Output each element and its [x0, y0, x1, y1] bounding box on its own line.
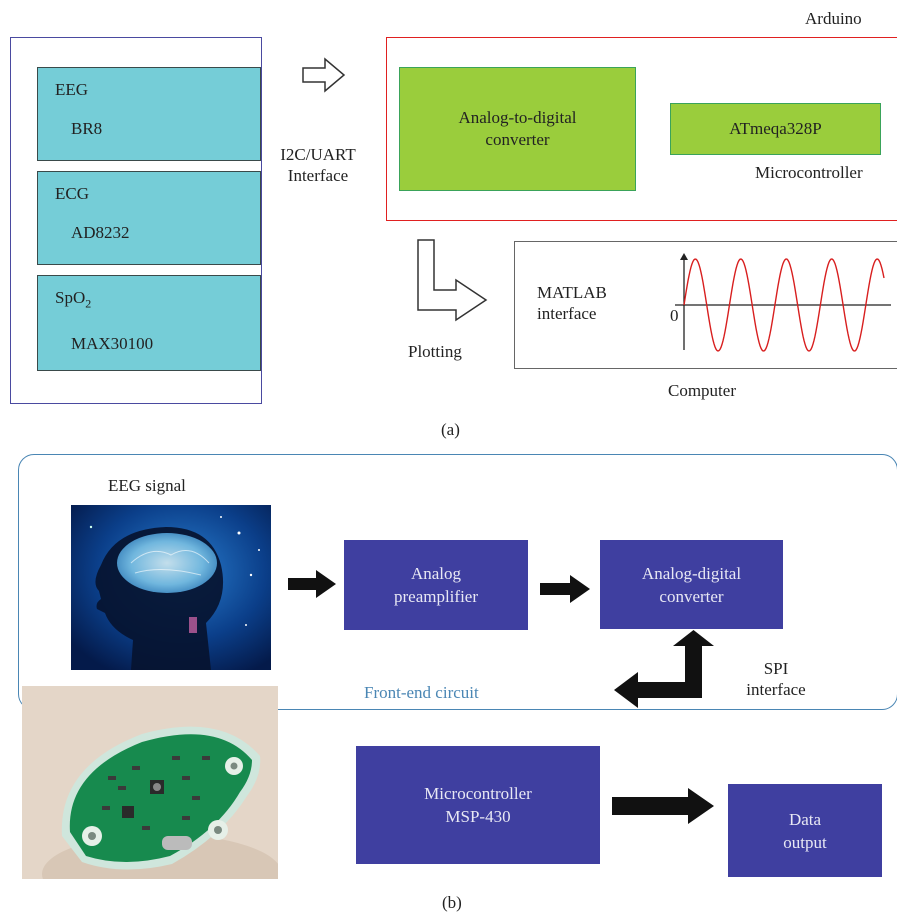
matlab-label: MATLAB interface — [537, 283, 607, 323]
sensor-eeg-type: EEG — [55, 80, 89, 99]
sensor-eeg-box: EEG BR8 — [37, 67, 261, 161]
hollow-l-arrow-icon — [417, 239, 488, 322]
data-output-block: Data output — [728, 784, 882, 877]
sensor-ecg-model: AD8232 — [71, 223, 130, 242]
microcontroller-msp430-block: Microcontroller MSP-430 — [356, 746, 600, 864]
sensor-panel — [10, 37, 262, 404]
analog-digital-converter-block: Analog-digital converter — [600, 540, 783, 629]
sine-wave-plot — [675, 253, 891, 352]
sensor-spo2-model: MAX30100 — [71, 334, 154, 353]
arduino-board-frame — [386, 37, 897, 221]
caption-b: (b) — [442, 893, 462, 912]
computer-label: Computer — [668, 381, 736, 400]
sensor-ecg-type: ECG — [55, 184, 89, 203]
adc-block-a: Analog-to-digital converter — [399, 67, 636, 191]
frontend-circuit-label: Front-end circuit — [364, 683, 479, 702]
spi-connection-arrow — [614, 630, 714, 708]
eeg-signal-label: EEG signal — [108, 476, 186, 495]
computer-frame — [514, 241, 897, 369]
black-right-arrow-icon — [612, 788, 714, 824]
brain-head-image — [71, 505, 271, 670]
sensor-spo2-subscript: 2 — [85, 296, 92, 311]
sine-wave-line — [683, 258, 885, 352]
sensor-spo2-box: SpO2 MAX30100 — [37, 275, 261, 371]
sensor-eeg-model: BR8 — [71, 119, 103, 138]
pcb-photo — [22, 686, 278, 879]
analog-preamplifier-block: Analog preamplifier — [344, 540, 528, 630]
hollow-right-arrow-icon — [302, 57, 346, 93]
spi-interface-label: SPI interface — [746, 659, 806, 699]
plotting-label: Plotting — [408, 342, 462, 361]
plot-y-axis-arrowhead — [680, 253, 688, 260]
black-right-arrow-icon — [540, 575, 590, 603]
arduino-label: Arduino — [805, 9, 862, 28]
sensor-spo2-type: SpO2 — [55, 288, 92, 311]
mcu-chip-block: ATmeqa328P — [670, 103, 881, 155]
black-right-arrow-icon — [288, 570, 336, 598]
frontend-circuit-frame — [18, 454, 897, 710]
mcu-label: Microcontroller — [755, 163, 863, 182]
zero-label: 0 — [670, 306, 679, 325]
interface-label: I2C/UART Interface — [280, 145, 356, 185]
sensor-ecg-box: ECG AD8232 — [37, 171, 261, 265]
caption-a: (a) — [441, 420, 460, 439]
